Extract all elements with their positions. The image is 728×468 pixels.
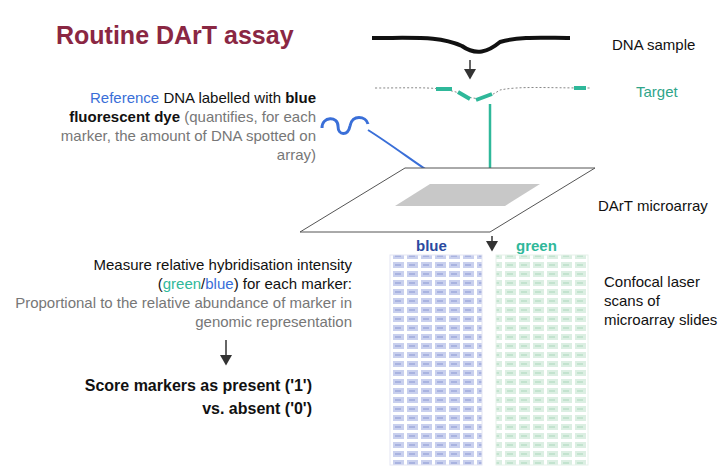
diagram-title: Routine DArT assay [56,20,294,50]
array-area [395,184,540,206]
microarray-slide [300,168,595,232]
down-arrow [225,340,227,364]
text-block: ReferenceDNA labelled withblue fluoresce… [40,88,316,164]
down-arrow [469,60,471,78]
down-arrow [491,236,493,250]
note-text: DNA labelled with [163,89,281,106]
target-label: Target [636,82,678,101]
note-text: Reference [90,89,159,106]
note-text: ) for each marker: [234,275,352,292]
result-text: Score markers as present ('1') vs. absen… [85,377,312,417]
note-text: Proportional to the relative abundance o… [10,293,352,331]
dna-strand [372,38,570,52]
target-fragments [436,88,586,100]
text-block: Score markers as present ('1') vs. absen… [60,374,312,420]
microarray-label: DArT microarray [598,196,708,215]
blue-scan [390,255,482,465]
sample-label: DNA sample [612,35,695,54]
note-text: blue [205,275,233,292]
scan-label: green [516,236,557,255]
scan-label: blue [416,236,447,255]
green-scan [496,255,588,465]
note-text: / [201,275,205,292]
note-text: green [163,275,201,292]
scan-caption: Confocal laser scans of microarray slide… [604,272,722,329]
reference-dna [322,118,368,134]
text-block: Measure relative hybridisation intensity… [10,255,352,331]
